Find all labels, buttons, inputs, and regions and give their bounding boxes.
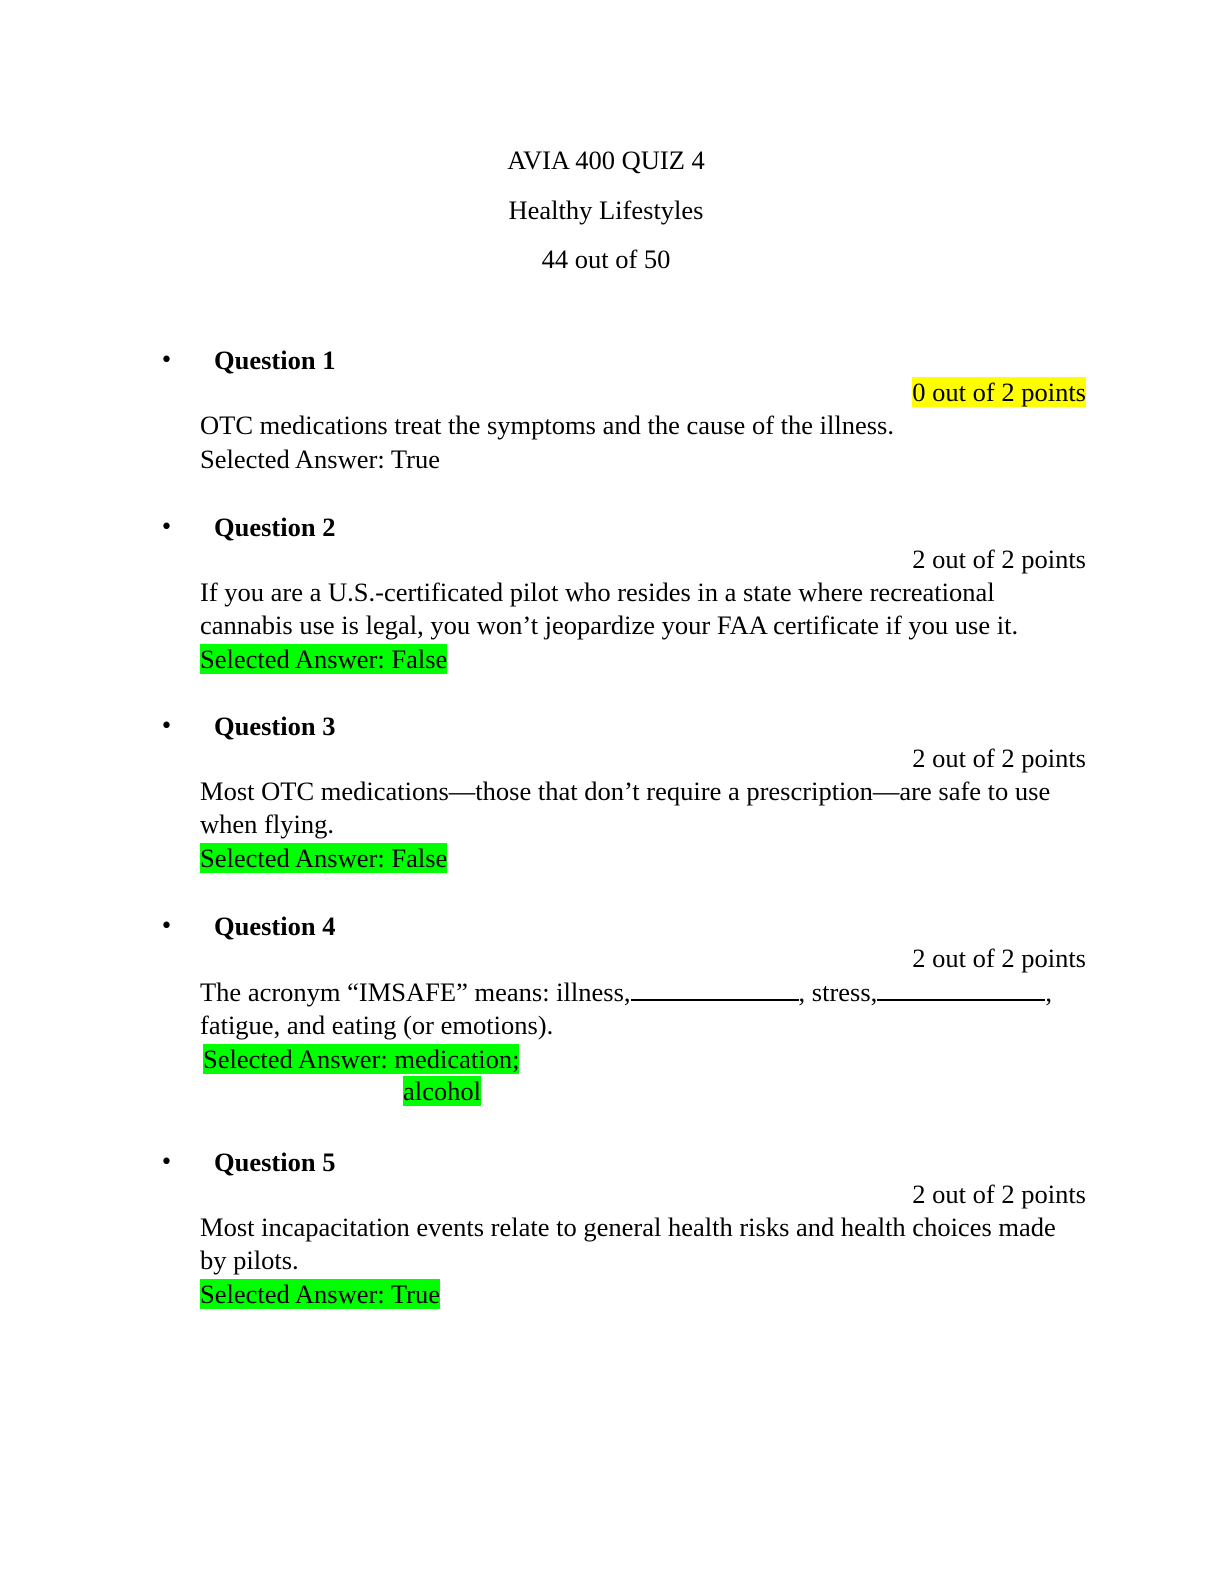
bullet-icon: •	[160, 714, 173, 739]
selected-answer: Selected Answer: medication; alcohol	[203, 1043, 520, 1107]
question-title: Question 5	[214, 1147, 336, 1177]
question-title: Question 4	[214, 911, 336, 941]
question-points: 2 out of 2 points	[912, 743, 1086, 773]
question-text: The acronym “IMSAFE” means: illness, , st…	[200, 975, 1100, 1042]
answer-value: medication;	[394, 1044, 520, 1074]
selected-answer: Selected Answer: True	[200, 443, 440, 475]
bullet-icon: •	[160, 348, 173, 373]
question-text-line: fatigue, and eating (or emotions).	[200, 1010, 554, 1040]
answer-value: alcohol	[403, 1076, 481, 1106]
answer-value: True	[390, 1279, 440, 1309]
question-points: 0 out of 2 points	[912, 377, 1086, 407]
question-points: 2 out of 2 points	[912, 943, 1086, 973]
fill-in-blank	[877, 975, 1046, 1001]
question-text-line: when flying.	[200, 809, 334, 839]
question-text-line: If you are a U.S.-certificated pilot who…	[200, 577, 995, 607]
bullet-icon: •	[160, 914, 173, 939]
answer-highlight: Selected Answer: False	[200, 644, 448, 674]
answer-label: Selected Answer:	[200, 644, 385, 674]
answer-highlight: Selected Answer: medication;	[203, 1044, 520, 1074]
question-title: Question 2	[214, 512, 336, 542]
selected-answer: Selected Answer: True	[200, 1278, 440, 1310]
question-text-segment: , stress,	[798, 977, 878, 1007]
quiz-score: 44 out of 50	[541, 244, 671, 274]
answer-value: True	[390, 444, 440, 474]
question-points: 2 out of 2 points	[912, 544, 1086, 574]
answer-highlight: Selected Answer: False	[200, 843, 448, 873]
answer-value: False	[391, 644, 448, 674]
question-title: Question 3	[214, 711, 336, 741]
answer-highlight: Selected Answer: True	[200, 1279, 440, 1309]
quiz-topic: Healthy Lifestyles	[508, 195, 704, 225]
question-text: OTC medications treat the symptoms and t…	[200, 410, 894, 440]
answer-value: False	[391, 843, 448, 873]
question-text-segment: ,	[1045, 977, 1052, 1007]
question-text-line: by pilots.	[200, 1245, 299, 1275]
question-text-segment: The acronym “IMSAFE” means: illness,	[200, 977, 631, 1007]
bullet-icon: •	[160, 1150, 173, 1175]
selected-answer: Selected Answer: False	[200, 842, 448, 874]
question-points: 2 out of 2 points	[912, 1179, 1086, 1209]
question-text-line: cannabis use is legal, you won’t jeopard…	[200, 610, 1019, 640]
answer-label: Selected Answer:	[200, 843, 385, 873]
question-text-line: Most incapacitation events relate to gen…	[200, 1212, 1056, 1242]
question-text: Most incapacitation events relate to gen…	[200, 1211, 1120, 1277]
question-text-line: Most OTC medications—those that don’t re…	[200, 776, 1051, 806]
question-text: If you are a U.S.-certificated pilot who…	[200, 576, 1100, 642]
answer-label: Selected Answer:	[200, 444, 385, 474]
selected-answer: Selected Answer: False	[200, 643, 448, 675]
question-title: Question 1	[214, 345, 336, 375]
answer-label: Selected Answer:	[203, 1044, 388, 1074]
bullet-icon: •	[160, 515, 173, 540]
question-text: Most OTC medications—those that don’t re…	[200, 775, 1100, 841]
fill-in-blank	[630, 975, 799, 1001]
quiz-title: AVIA 400 QUIZ 4	[507, 145, 705, 175]
answer-label: Selected Answer:	[200, 1279, 385, 1309]
question-text-line: The acronym “IMSAFE” means: illness, , st…	[200, 975, 1100, 1009]
